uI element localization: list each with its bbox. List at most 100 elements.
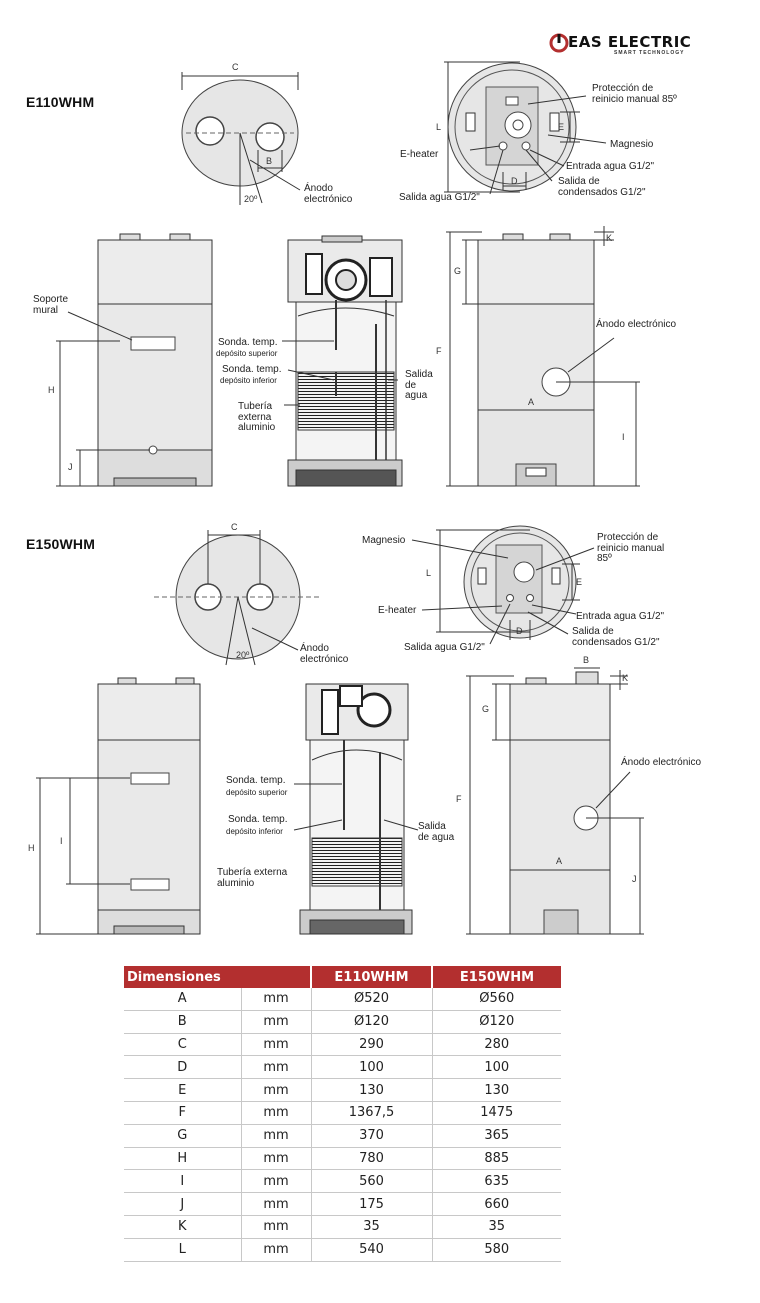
m2-top-anode-label: Ánodo electrónico	[300, 643, 349, 665]
m1-probe-bottom-label: Sonda. temp.	[222, 364, 282, 375]
table-cell-model-1: 290	[310, 1033, 432, 1057]
m2-water-outlet-label: Salida de agua	[418, 821, 455, 843]
m1-dim-e: E	[558, 122, 565, 132]
m1-dim-d: D	[511, 176, 518, 186]
m2-water-out-label: Salida agua G1/2"	[404, 642, 485, 653]
m1-eheater-label: E-heater	[400, 149, 439, 160]
power-icon	[549, 33, 569, 53]
table-cell-unit: mm	[240, 1124, 311, 1148]
m1-dim-k: K	[606, 233, 613, 243]
table-header-dimensions: Dimensiones	[124, 966, 311, 988]
table-cell-label: L	[124, 1238, 241, 1262]
m2-dim-i: I	[60, 836, 63, 846]
table-cell-unit: mm	[240, 1101, 311, 1125]
m2-probe-bottom-sub: depósito inferior	[226, 827, 283, 836]
table-header-model-1: E110WHM	[310, 966, 432, 988]
m2-section-view	[293, 683, 419, 935]
m2-dim-c: C	[231, 522, 238, 532]
m2-dim-f: F	[456, 794, 462, 804]
table-cell-unit: mm	[240, 1078, 311, 1102]
m2-rear-view	[411, 525, 595, 645]
table-cell-unit: mm	[240, 1169, 311, 1194]
table-cell-model-1: 560	[310, 1169, 432, 1194]
table-cell-unit: mm	[240, 1055, 311, 1080]
m2-dim-k: K	[622, 673, 629, 683]
m2-dim-d: D	[516, 626, 523, 636]
brand-name: EAS ELECTRIC	[568, 33, 692, 51]
m2-angle: 20º	[236, 650, 250, 660]
m1-water-out-label: Salida agua G1/2"	[399, 192, 480, 203]
table-cell-model-2: 580	[431, 1238, 561, 1262]
table-cell-model-2: Ø120	[431, 1010, 561, 1034]
m1-dim-b: B	[266, 156, 273, 166]
table-cell-unit: mm	[240, 988, 311, 1011]
table-cell-label: C	[124, 1033, 241, 1057]
m2-dim-l: L	[426, 568, 432, 578]
table-cell-label: D	[124, 1055, 241, 1080]
m2-dim-g: G	[482, 704, 490, 714]
m1-dim-l: L	[436, 122, 442, 132]
table-cell-model-2: 635	[431, 1169, 561, 1194]
table-cell-model-1: 780	[310, 1147, 432, 1171]
model-title-1: E110WHM	[26, 94, 95, 110]
m2-eheater-label: E-heater	[378, 605, 417, 616]
m1-probe-top-label: Sonda. temp.	[218, 337, 278, 348]
m1-side-view	[446, 226, 640, 487]
table-cell-model-2: 1475	[431, 1101, 561, 1125]
table-cell-unit: mm	[240, 1215, 311, 1239]
table-cell-model-1: 35	[310, 1215, 432, 1239]
m1-dim-a: A	[528, 397, 535, 407]
table-cell-model-1: 540	[310, 1238, 432, 1262]
m2-dim-j: J	[632, 874, 637, 884]
table-cell-label: H	[124, 1147, 241, 1171]
m1-magnesium-label: Magnesio	[610, 139, 654, 150]
m2-probe-top-label: Sonda. temp.	[226, 775, 286, 786]
m2-water-in-label: Entrada agua G1/2"	[576, 611, 665, 622]
m1-angle: 20º	[244, 194, 258, 204]
table-cell-label: K	[124, 1215, 241, 1239]
m1-side-anode-label: Ánodo electrónico	[596, 319, 677, 330]
table-cell-unit: mm	[240, 1033, 311, 1057]
m2-probe-bottom-label: Sonda. temp.	[228, 814, 288, 825]
m1-probe-top-sub: depósito superior	[216, 349, 278, 358]
m2-reset-label: Protección de reinicio manual 85º	[597, 532, 665, 564]
table-cell-unit: mm	[240, 1238, 311, 1262]
m1-section-view	[282, 235, 403, 487]
table-header-row: Dimensiones E110WHM E150WHM	[124, 966, 561, 988]
m1-dim-i: I	[622, 432, 625, 442]
table-header-model-2: E150WHM	[431, 966, 561, 988]
m2-condensate-label: Salida de condensados G1/2"	[572, 626, 660, 648]
table-cell-model-2: 130	[431, 1078, 561, 1102]
m1-top-view	[181, 72, 301, 205]
table-cell-label: A	[124, 988, 241, 1011]
brand-tagline: SMART TECHNOLOGY	[614, 50, 685, 56]
m2-dim-b: B	[583, 655, 590, 665]
table-cell-model-2: 100	[431, 1055, 561, 1080]
m1-probe-bottom-sub: depósito inferior	[220, 376, 277, 385]
m2-dim-h: H	[28, 843, 35, 853]
table-cell-model-2: 885	[431, 1147, 561, 1171]
table-cell-model-1: 1367,5	[310, 1101, 432, 1125]
table-cell-label: B	[124, 1010, 241, 1034]
model-title-2: E150WHM	[26, 536, 96, 552]
m1-rear-view	[444, 61, 607, 195]
m2-front-view	[36, 677, 201, 935]
technical-drawings	[36, 61, 644, 935]
m1-condensate-label: Salida de condensados G1/2"	[558, 176, 646, 198]
table-cell-model-1: 130	[310, 1078, 432, 1102]
m2-dim-e: E	[576, 577, 583, 587]
m2-probe-top-sub: depósito superior	[226, 788, 288, 797]
m1-front-view	[56, 233, 213, 487]
table-cell-model-1: 100	[310, 1055, 432, 1080]
m1-water-outlet-label: Salida de agua	[405, 369, 433, 401]
table-cell-model-2: 280	[431, 1033, 561, 1057]
m2-top-view	[154, 530, 322, 666]
